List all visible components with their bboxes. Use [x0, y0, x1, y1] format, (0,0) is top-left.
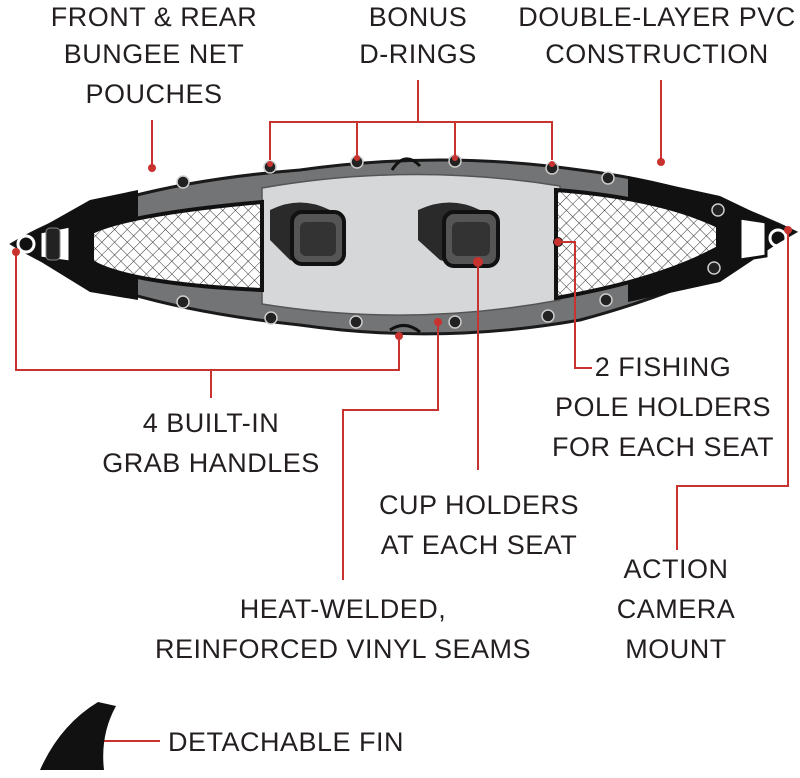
grab-handle-bottom: [389, 324, 421, 334]
fishing-line-2: POLE HOLDERS: [555, 392, 771, 422]
callout-lines: [15, 80, 789, 742]
rear-seat: [270, 202, 346, 266]
handles-line-2: GRAB HANDLES: [102, 448, 320, 478]
stern-strap: [738, 216, 768, 262]
label-camera: ACTION CAMERA MOUNT: [617, 554, 736, 664]
drings-bracket: [269, 121, 553, 160]
stern-net: [554, 187, 720, 301]
camera-line-1: ACTION: [623, 554, 728, 584]
seams-line-1: HEAT-WELDED,: [240, 594, 447, 624]
fin-line-1: DETACHABLE FIN: [168, 727, 404, 757]
fin-icon: [40, 702, 116, 770]
label-seams: HEAT-WELDED, REINFORCED VINYL SEAMS: [155, 594, 531, 664]
camera-leader: [676, 230, 789, 550]
label-fishing: 2 FISHING POLE HOLDERS FOR EACH SEAT: [552, 352, 774, 462]
bungee-line-3: POUCHES: [85, 79, 222, 109]
front-seat: [418, 202, 500, 268]
label-handles: 4 BUILT-IN GRAB HANDLES: [102, 408, 320, 478]
label-drings: BONUS D-RINGS: [359, 2, 477, 69]
drings-line-2: D-RINGS: [359, 39, 477, 69]
pvc-line-2: CONSTRUCTION: [545, 39, 769, 69]
camera-line-2: CAMERA: [617, 594, 736, 624]
kayak-illustration: [9, 154, 799, 336]
cups-line-1: CUP HOLDERS: [379, 490, 579, 520]
label-fin: DETACHABLE FIN: [168, 727, 404, 757]
bow-net: [90, 199, 264, 293]
cups-line-2: AT EACH SEAT: [381, 530, 578, 560]
grab-handle: [390, 157, 422, 171]
label-cups: CUP HOLDERS AT EACH SEAT: [379, 490, 579, 560]
camera-line-3: MOUNT: [625, 634, 726, 664]
drings-line-1: BONUS: [369, 2, 468, 32]
fishing-line-3: FOR EACH SEAT: [552, 432, 774, 462]
bow-handle: [45, 227, 61, 261]
bungee-line-1: FRONT & REAR: [51, 2, 258, 32]
bow-frame: [12, 190, 138, 300]
label-bungee: FRONT & REAR BUNGEE NET POUCHES: [51, 2, 258, 109]
camera-mount: [768, 228, 788, 248]
handles-leader: [15, 252, 400, 371]
bungee-line-2: BUNGEE NET: [64, 39, 245, 69]
label-pvc: DOUBLE-LAYER PVC CONSTRUCTION: [518, 2, 796, 69]
seams-line-2: REINFORCED VINYL SEAMS: [155, 634, 531, 664]
fishing-leader: [558, 241, 592, 369]
center-deck: [261, 173, 561, 316]
handles-line-1: 4 BUILT-IN: [143, 408, 280, 438]
fishing-line-1: 2 FISHING: [595, 352, 732, 382]
bow-handle-ring: [16, 234, 36, 254]
seams-leader: [342, 322, 439, 580]
pvc-line-1: DOUBLE-LAYER PVC: [518, 2, 796, 32]
